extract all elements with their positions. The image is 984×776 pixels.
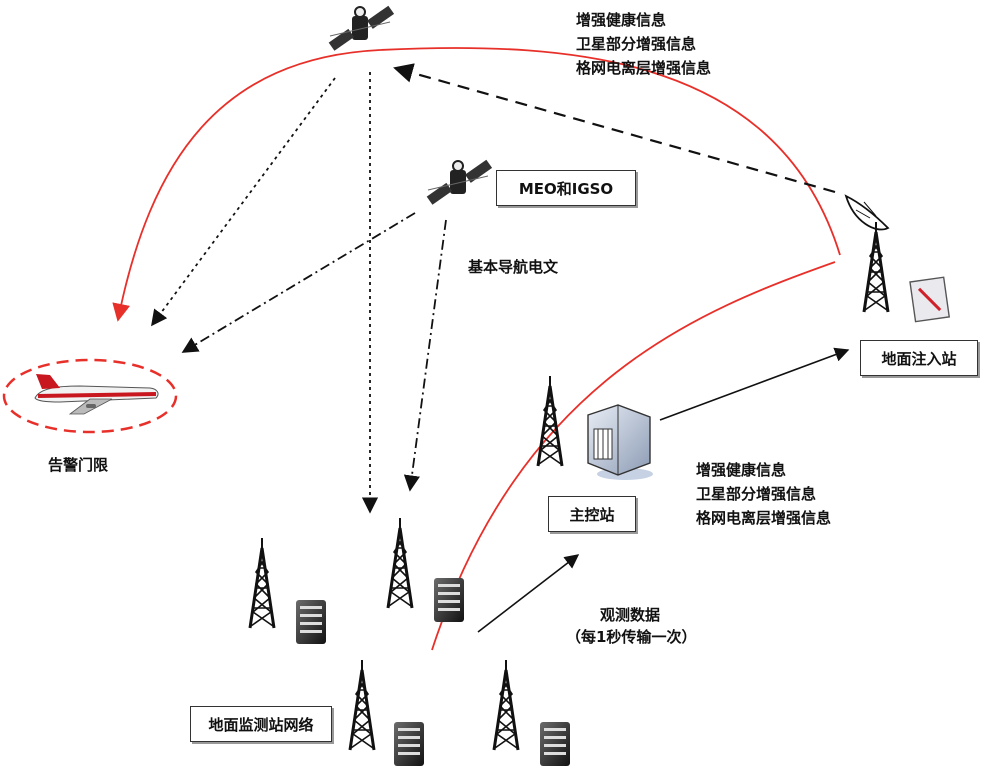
enhancement-mid-line-2: 卫星部分增强信息: [696, 485, 817, 503]
observation-data-label: 观测数据: [600, 606, 661, 624]
monitoring-station-3-icon: [348, 658, 424, 766]
aircraft-icon: [2, 358, 178, 434]
master-station-label: 主控站: [548, 496, 636, 532]
enhancement-top-line-2: 卫星部分增强信息: [576, 35, 697, 53]
monitoring-network-label: 地面监测站网络: [190, 706, 332, 742]
injection-station-icon: [844, 194, 951, 323]
observation-rate-label: （每1秒传输一次）: [566, 628, 697, 646]
meo-to-network-dashdot: [403, 219, 447, 492]
enhancement-mid-line-1: 增强健康信息: [696, 461, 787, 479]
injection-station-label: 地面注入站: [860, 340, 978, 376]
meo-satellite-icon: [425, 158, 494, 206]
alarm-threshold-label: 告警门限: [48, 456, 109, 474]
meo-to-aircraft-dashdot: [181, 212, 416, 353]
enhancement-mid-line-3: 格网电离层增强信息: [696, 509, 832, 527]
basic-nav-msg-label: 基本导航电文: [468, 258, 559, 276]
uplink-dashed-arrow: [393, 63, 836, 194]
enhancement-top-line-1: 增强健康信息: [576, 11, 667, 29]
master-station-icon: [536, 374, 653, 480]
monitoring-station-1-icon: [248, 536, 326, 644]
enhancement-info-mid: 增强健康信息 卫星部分增强信息 格网电离层增强信息: [696, 458, 831, 530]
red-curve-alarm: [112, 47, 841, 322]
enhancement-top-line-3: 格网电离层增强信息: [576, 59, 712, 77]
monitoring-station-4-icon: [492, 658, 570, 766]
enhancement-info-top: 增强健康信息 卫星部分增强信息 格网电离层增强信息: [576, 8, 711, 80]
geo-satellite-icon: [327, 4, 396, 52]
meo-igso-label: MEO和IGSO: [496, 170, 636, 206]
network-to-master-arrow: [477, 554, 580, 633]
master-to-injection-arrow: [659, 347, 850, 421]
red-curve-ground: [431, 261, 836, 651]
monitoring-station-2-icon: [386, 516, 464, 622]
geo-to-aircraft-dotted: [151, 77, 336, 327]
